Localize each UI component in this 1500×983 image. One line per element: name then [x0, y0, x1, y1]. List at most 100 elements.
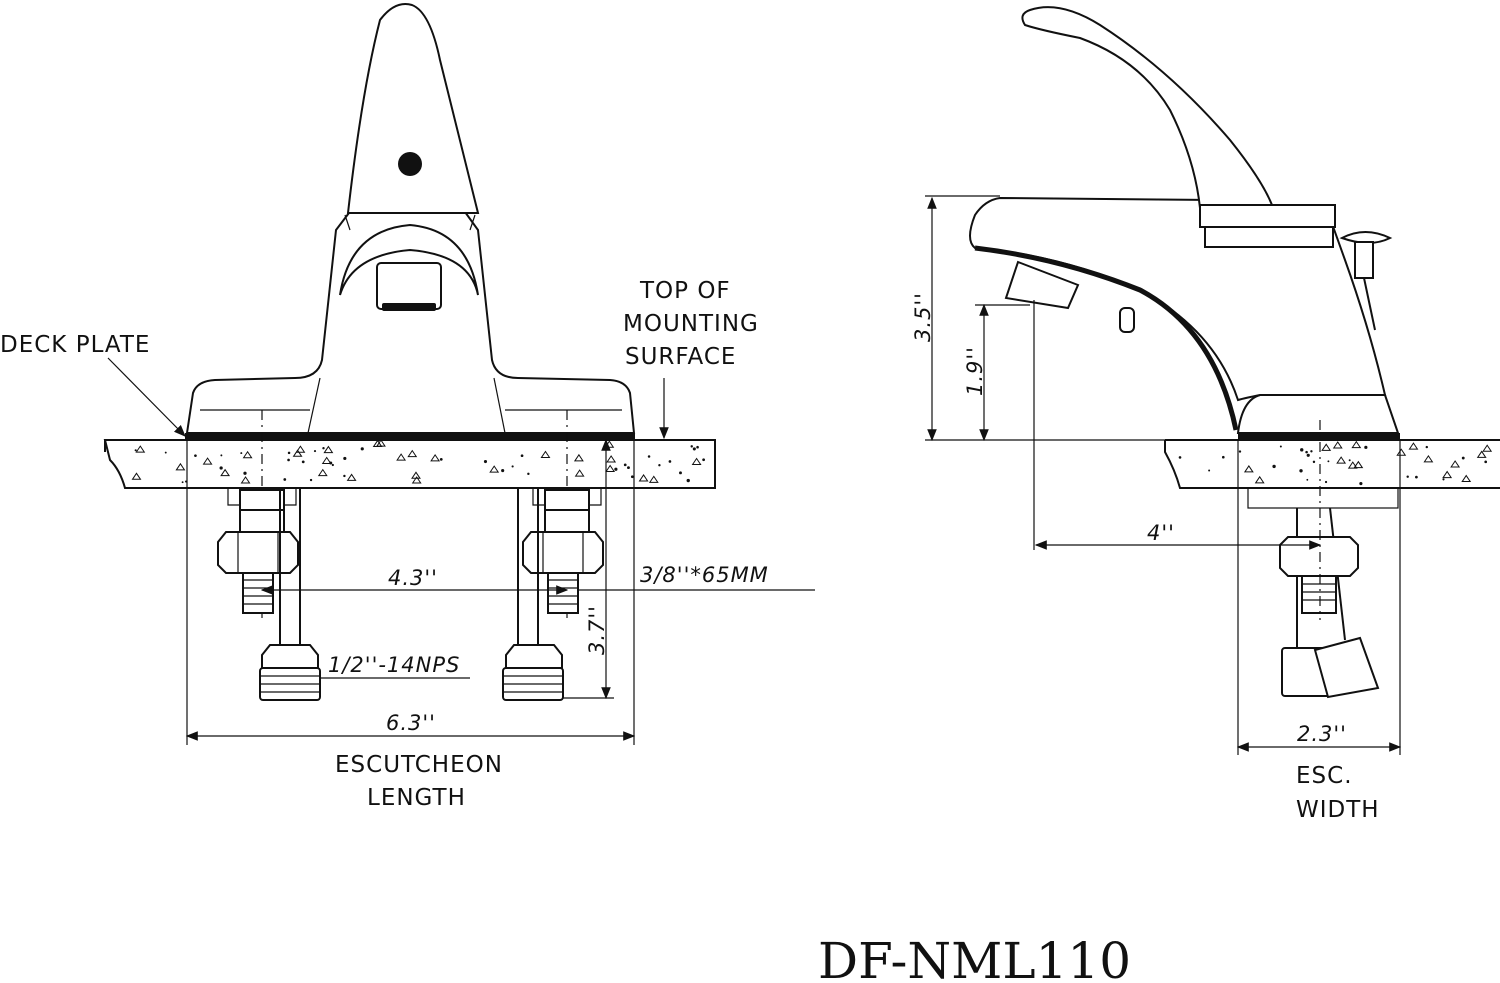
speck-triangle: [1408, 442, 1419, 450]
front-view: 4.3'' 3/8''*65MM 3.7'' 1/2''-14NPS 6.3''…: [0, 3, 815, 811]
deck-plate-line-side: [1238, 433, 1400, 440]
label-length: LENGTH: [367, 785, 466, 811]
speck-dot: [194, 454, 197, 457]
model-number: DF-NML110: [818, 932, 1131, 983]
speck-triangle: [1321, 443, 1332, 451]
speck-dot: [696, 445, 699, 449]
speck-dot: [313, 450, 317, 453]
speck-triangle: [540, 450, 551, 458]
speck-dot: [1306, 478, 1309, 481]
speck-triangle: [1423, 454, 1434, 463]
speck-dot: [1442, 478, 1445, 481]
speck-dot: [1305, 450, 1308, 454]
dim-spout-reach: 4'': [1147, 521, 1175, 545]
right-shank-assembly: [502, 488, 604, 701]
speck-dot: [1238, 450, 1242, 453]
speck-dot: [614, 467, 618, 471]
left-shank-assembly: [217, 488, 321, 701]
speck-triangle: [606, 455, 617, 463]
speck-triangle: [411, 471, 421, 479]
speck-dot: [1208, 469, 1211, 472]
speck-triangle: [1476, 450, 1487, 458]
speck-dot: [322, 447, 325, 450]
speck-triangle: [1396, 448, 1407, 456]
speck-triangle: [175, 462, 186, 471]
speck-dot: [1299, 469, 1303, 473]
speck-dot: [1272, 464, 1276, 469]
speck-dot: [219, 466, 223, 470]
label-escutcheon: ESCUTCHEON: [335, 752, 503, 778]
speck-triangle: [1243, 465, 1254, 473]
speck-dot: [692, 447, 696, 451]
speck-dot: [627, 466, 630, 470]
speck-triangle: [1332, 441, 1343, 449]
side-shank-assembly: [1247, 487, 1399, 699]
speck-dot: [511, 465, 514, 468]
speck-dot: [134, 449, 137, 452]
speck-dot: [1425, 445, 1428, 449]
speck-dot: [1406, 475, 1409, 478]
speck-triangle: [574, 469, 585, 477]
speck-dot: [243, 471, 247, 475]
speck-dot: [520, 454, 524, 458]
dim-shank-height: 3.7'': [585, 605, 609, 655]
speck-triangle: [131, 472, 142, 480]
speck-triangle: [372, 439, 383, 448]
speck-dot: [301, 460, 305, 464]
deck-plate-line: [185, 433, 635, 440]
aerator-side: [1004, 260, 1080, 310]
speck-triangle: [691, 457, 702, 465]
speck-dot: [220, 454, 223, 457]
label-surface: SURFACE: [625, 344, 736, 370]
faucet-body-side: [1236, 394, 1400, 434]
speck-dot: [1484, 460, 1488, 464]
dim-connector-size: 1/2''-14NPS: [328, 653, 460, 677]
speck-triangle: [1442, 470, 1453, 479]
speck-triangle: [220, 468, 231, 477]
speck-dot: [501, 469, 505, 473]
speck-dot: [483, 459, 488, 464]
speck-triangle: [292, 449, 303, 457]
handle-indicator-dot: [398, 152, 422, 176]
speck-triangle: [1450, 460, 1461, 468]
speck-dot: [1324, 480, 1328, 484]
speck-dot: [1312, 460, 1316, 464]
label-width: WIDTH: [1296, 797, 1380, 823]
speck-dot: [181, 481, 184, 484]
speck-dot: [1310, 450, 1313, 453]
speck-dot: [702, 458, 705, 462]
speck-triangle: [1353, 460, 1364, 469]
dim-bolt-size: 3/8''*65MM: [640, 563, 769, 587]
label-esc: ESC.: [1296, 763, 1353, 789]
speck-dot: [623, 463, 627, 467]
speck-triangle: [240, 476, 251, 484]
handle-side: [1021, 6, 1274, 210]
speck-dot: [668, 460, 672, 463]
speck-dot: [1327, 460, 1330, 463]
speck-triangle: [430, 453, 441, 462]
speck-dot: [690, 445, 693, 448]
speck-triangle: [317, 468, 328, 477]
dim-shank-spacing: 4.3'': [388, 566, 438, 590]
speck-triangle: [1461, 474, 1472, 483]
speck-triangle: [1336, 456, 1347, 464]
speck-dot: [630, 475, 634, 479]
speck-dot: [527, 472, 530, 476]
speck-dot: [343, 456, 347, 461]
speck-triangle: [346, 473, 357, 481]
speck-triangle: [396, 453, 407, 461]
speck-triangle: [605, 464, 616, 473]
speck-dot: [164, 451, 167, 454]
speck-dot: [331, 463, 334, 467]
spout-front: [339, 223, 479, 296]
speck-triangle: [323, 445, 334, 454]
countertop-speckle: [131, 439, 705, 484]
speck-triangle: [135, 445, 146, 453]
speck-dot: [1221, 455, 1225, 459]
speck-dot: [1461, 456, 1465, 460]
speck-triangle: [573, 453, 584, 462]
speck-triangle: [1347, 461, 1358, 469]
dim-esc-width: 2.3'': [1297, 722, 1347, 746]
speck-dot: [1415, 475, 1418, 479]
speck-triangle: [638, 474, 649, 482]
